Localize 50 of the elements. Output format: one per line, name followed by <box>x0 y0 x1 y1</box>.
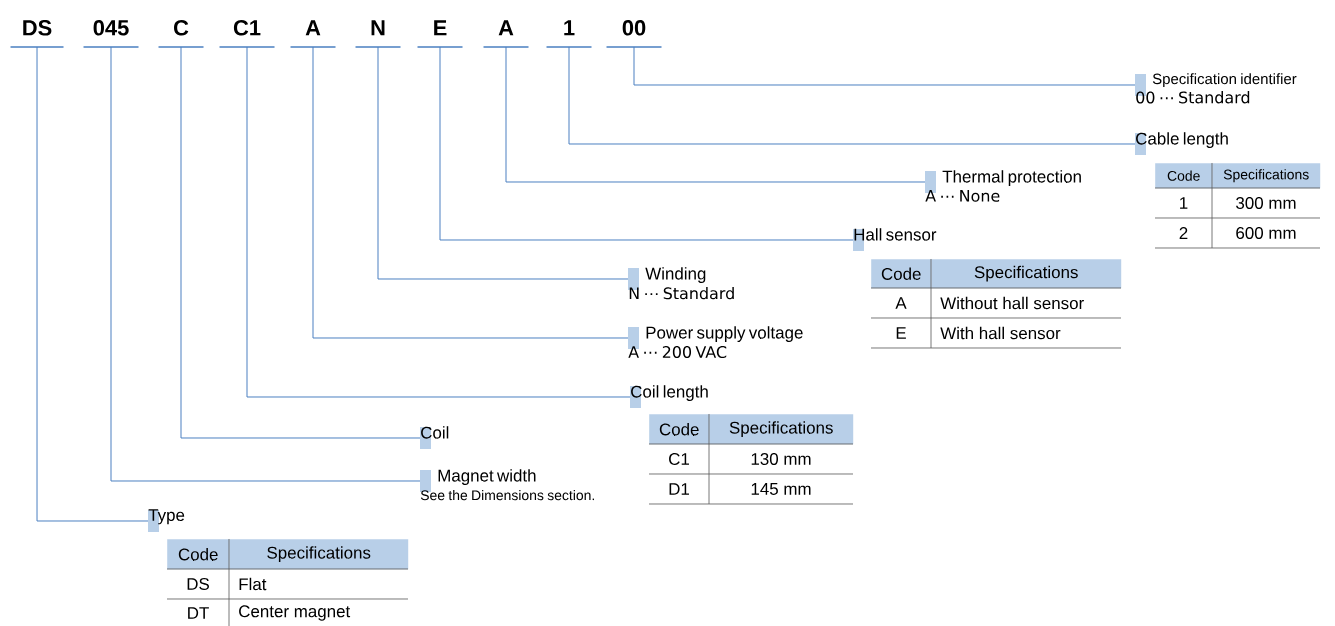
leader-line <box>180 46 421 439</box>
table-cell: D1 <box>669 483 689 495</box>
code-segment: 045 <box>82 20 140 48</box>
option-heading: Hall sensor <box>853 228 937 251</box>
code-segment: C1 <box>218 20 276 48</box>
leader-line <box>505 46 926 183</box>
table-cell: 1 <box>1180 197 1188 209</box>
table-cell: C1 <box>669 453 689 465</box>
option-heading: Coil length <box>630 385 708 408</box>
leader-line <box>246 46 631 398</box>
option-heading: Winding N ⋯ Standard <box>628 267 734 300</box>
option-heading: Magnet width See the Dimensions section. <box>420 469 594 501</box>
code-segment: E <box>416 20 464 48</box>
code-segment: C <box>157 20 205 48</box>
option-heading: Specification identifier 00 ⋯ Standard <box>1135 73 1297 104</box>
table-cell: 130 mm <box>751 453 811 465</box>
table-header: Code <box>871 259 932 289</box>
leader-line <box>439 46 854 241</box>
code-segment: A <box>482 20 530 48</box>
code-segment: DS <box>9 20 65 48</box>
leader-line <box>110 46 421 482</box>
table-header: Specifications <box>1212 163 1321 189</box>
option-heading: Power supply voltage A ⋯ 200 VAC <box>628 326 803 359</box>
leader-line <box>633 46 1136 86</box>
option-heading: Type <box>148 509 185 532</box>
option-heading: Thermal protection A ⋯ None <box>925 170 1081 202</box>
table-cell: DS <box>187 578 209 590</box>
table-cell: 2 <box>1179 227 1188 239</box>
leader-line <box>312 46 629 339</box>
table-cell: With hall sensor <box>940 326 1061 340</box>
table-cell: 600 mm <box>1236 227 1296 239</box>
table-header: Code <box>649 414 710 445</box>
table-cell: DT <box>188 607 209 619</box>
table-cell: Without hall sensor <box>940 296 1084 310</box>
code-segment: 1 <box>545 20 593 48</box>
code-segment: 00 <box>605 20 663 48</box>
table-header: Code <box>167 539 230 570</box>
table-cell: 300 mm <box>1236 197 1296 209</box>
code-segment: N <box>354 20 402 48</box>
table-cell: Flat <box>239 577 267 591</box>
table-cell: E <box>896 327 906 339</box>
leader-line <box>568 46 1136 145</box>
leader-line <box>377 46 629 280</box>
table-cell: A <box>895 297 907 309</box>
leader-line <box>36 46 149 522</box>
option-heading: Coil <box>420 426 449 449</box>
table-cell: 145 mm <box>751 483 811 495</box>
code-segment: A <box>289 20 337 48</box>
table-cell: Center magnet <box>239 605 351 621</box>
option-heading: Cable length <box>1135 132 1228 155</box>
